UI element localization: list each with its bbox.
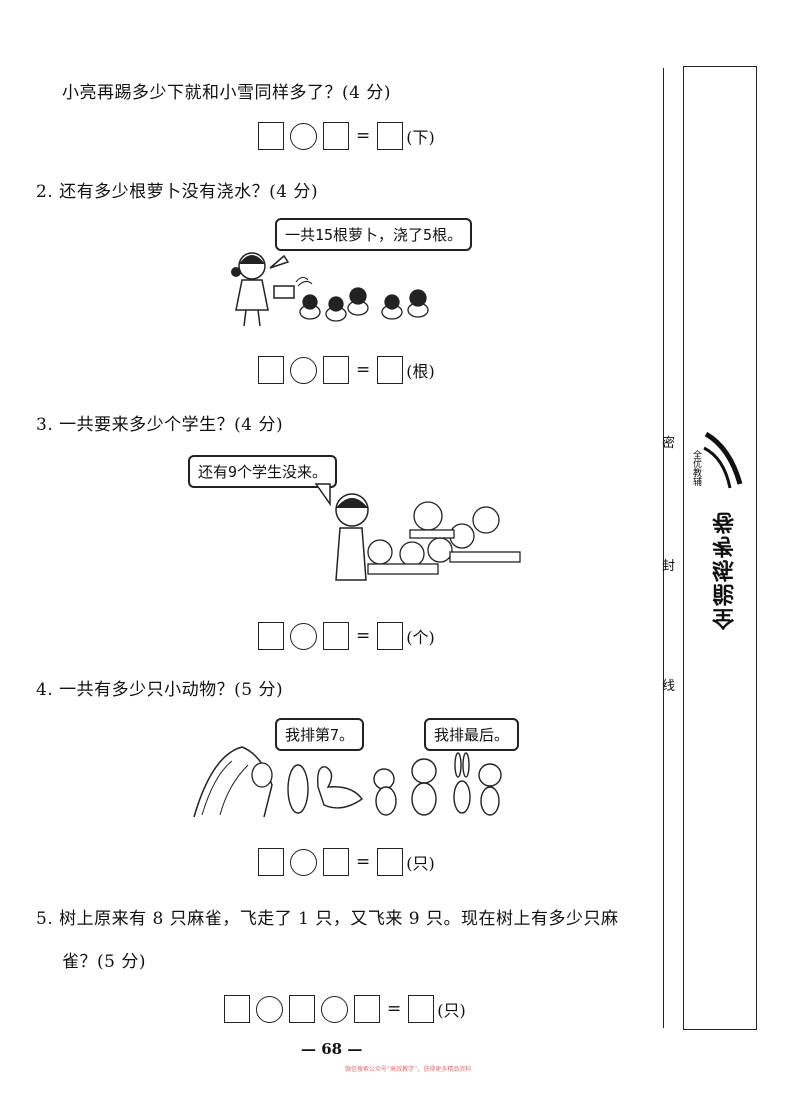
publisher-logo-icon: [703, 431, 743, 489]
seal-char-1: 密: [662, 436, 676, 451]
unit-label: (只): [437, 1001, 466, 1020]
operator-circle[interactable]: [290, 622, 317, 650]
unit-label: (根): [406, 362, 435, 381]
question-4-text: 4. 一共有多少只小动物？(5 分): [36, 680, 284, 700]
brand-small-text: 全优教辅: [691, 450, 701, 486]
answer-equation-2: = (根): [258, 356, 435, 384]
answer-box[interactable]: [258, 622, 284, 650]
seal-char-3: 线: [662, 679, 676, 694]
equals-sign: =: [356, 126, 371, 146]
operator-circle[interactable]: [321, 995, 348, 1023]
speech-bubble-first: 我排第7。: [275, 718, 365, 751]
answer-equation-1: = (下): [258, 122, 435, 150]
answer-equation-4: = (只): [258, 848, 435, 876]
answer-box[interactable]: [323, 356, 349, 384]
operator-circle[interactable]: [290, 122, 317, 150]
answer-box[interactable]: [323, 122, 349, 150]
binding-line: [663, 68, 664, 1028]
operator-circle[interactable]: [256, 995, 283, 1023]
operator-circle[interactable]: [290, 848, 317, 876]
girl-watering-radishes-illustration: [231, 252, 429, 327]
question-5-text-line1: 5. 树上原来有 8 只麻雀，飞走了 1 只，又飞来 9 只。现在树上有多少只麻: [36, 909, 619, 929]
answer-box[interactable]: [258, 848, 284, 876]
result-box[interactable]: [377, 122, 404, 150]
answer-box[interactable]: [258, 356, 284, 384]
side-brand-panel: [683, 66, 757, 1030]
brand-title: 全能练考卷: [708, 510, 733, 630]
question-1-text: 小亮再踢多少下就和小雪同样多了？(4 分): [62, 83, 391, 103]
answer-box[interactable]: [354, 995, 380, 1023]
equals-sign: =: [356, 360, 371, 380]
teacher-and-students-illustration: [314, 483, 521, 581]
question-2-text: 2. 还有多少根萝卜没有浇水？(4 分): [36, 182, 319, 202]
answer-box[interactable]: [323, 848, 349, 876]
speech-bubble-last: 我排最后。: [424, 718, 520, 751]
unit-label: (个): [406, 628, 435, 647]
page-number: — 68 —: [301, 1040, 363, 1058]
question-5-text-line2: 雀？(5 分): [62, 952, 146, 972]
answer-box[interactable]: [323, 622, 349, 650]
answer-box[interactable]: [224, 995, 250, 1023]
answer-equation-3: = (个): [258, 622, 435, 650]
speech-bubble: 一共15根萝卜，浇了5根。: [275, 218, 473, 251]
result-box[interactable]: [377, 848, 404, 876]
result-box[interactable]: [377, 622, 404, 650]
result-box[interactable]: [377, 356, 404, 384]
answer-box[interactable]: [289, 995, 315, 1023]
speech-bubble: 还有9个学生没来。: [188, 455, 338, 488]
unit-label: (下): [406, 128, 435, 147]
equals-sign: =: [356, 852, 371, 872]
animals-in-line-illustration: [193, 746, 502, 818]
unit-label: (只): [406, 854, 435, 873]
equals-sign: =: [387, 999, 402, 1019]
answer-box[interactable]: [258, 122, 284, 150]
answer-equation-5: = (只): [224, 995, 466, 1023]
footer-note: 微信搜索公众号“高效教学”，获得更多精品资料: [345, 1066, 472, 1073]
result-box[interactable]: [408, 995, 435, 1023]
question-3-text: 3. 一共要来多少个学生？(4 分): [36, 415, 284, 435]
seal-char-2: 封: [662, 559, 676, 574]
operator-circle[interactable]: [290, 356, 317, 384]
equals-sign: =: [356, 626, 371, 646]
